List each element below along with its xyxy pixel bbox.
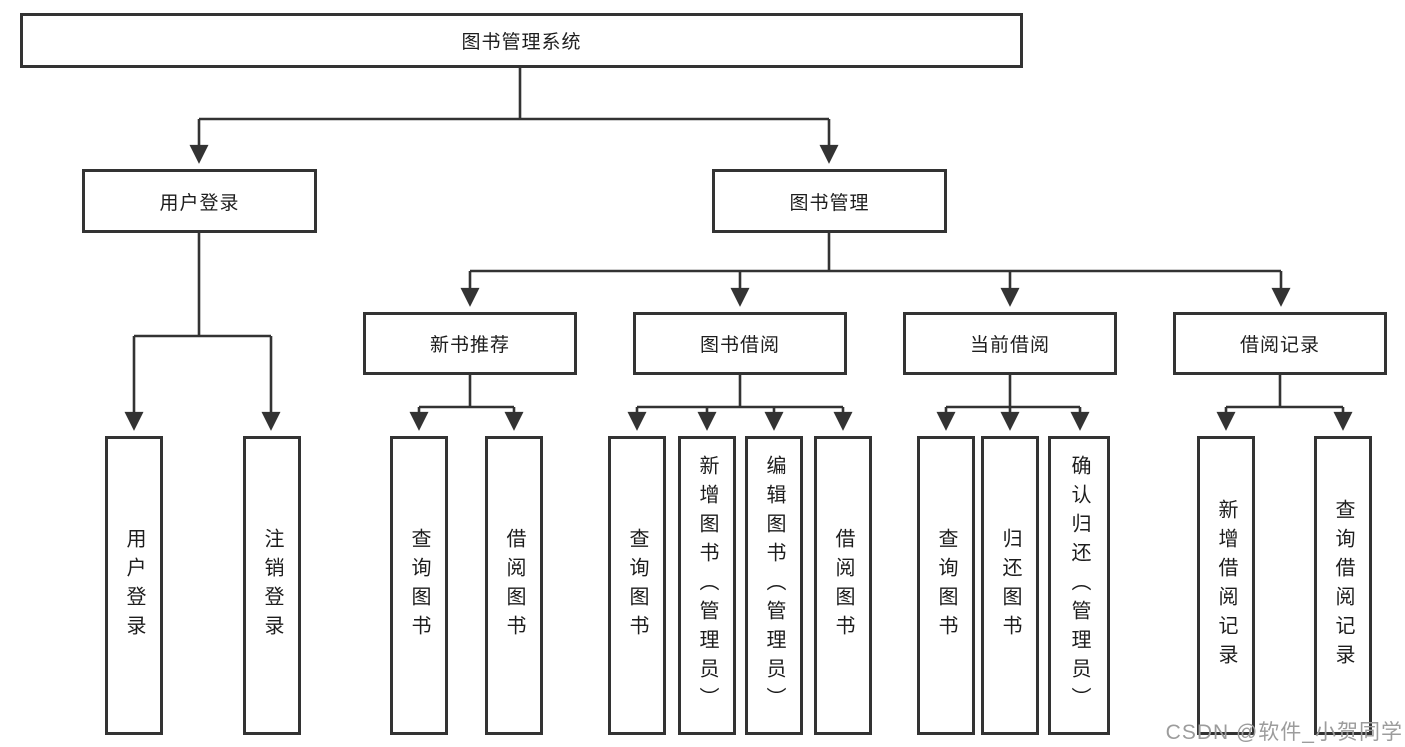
leaf-user-login: 用户登录	[105, 436, 163, 735]
node-book-borrow-label: 图书借阅	[699, 335, 780, 356]
node-new-book-recommend: 新书推荐	[363, 312, 577, 375]
leaf-user-login-label: 用户登录	[123, 527, 145, 644]
leaf-current-return-books: 归还图书	[981, 436, 1039, 735]
node-book-borrow: 图书借阅	[633, 312, 847, 375]
node-book-management-label: 图书管理	[789, 192, 870, 214]
node-borrow-records: 借阅记录	[1173, 312, 1387, 375]
leaf-newbook-borrow-books-label: 借阅图书	[503, 527, 525, 644]
leaf-borrow-query-books: 查询图书	[608, 436, 666, 735]
leaf-records-query-record: 查询借阅记录	[1314, 436, 1372, 735]
leaf-newbook-borrow-books: 借阅图书	[485, 436, 543, 735]
node-current-borrow-label: 当前借阅	[969, 335, 1050, 356]
leaf-records-add-record: 新增借阅记录	[1197, 436, 1255, 735]
leaf-borrow-query-books-label: 查询图书	[626, 527, 648, 644]
leaf-current-query-books: 查询图书	[917, 436, 975, 735]
leaf-current-confirm-return: 确认归还（管理员）	[1048, 436, 1110, 735]
leaf-borrow-edit-books: 编辑图书（管理员）	[745, 436, 803, 735]
leaf-current-confirm-return-label: 确认归还（管理员）	[1068, 455, 1090, 716]
node-root-label: 图书管理系统	[461, 32, 582, 53]
leaf-current-return-books-label: 归还图书	[999, 527, 1021, 644]
leaf-current-query-books-label: 查询图书	[935, 527, 957, 644]
node-borrow-records-label: 借阅记录	[1239, 335, 1320, 356]
node-user-login: 用户登录	[82, 169, 317, 233]
leaf-newbook-query-books-label: 查询图书	[408, 527, 430, 644]
csdn-watermark: CSDN @软件_小贺同学	[1165, 721, 1403, 744]
node-user-login-label: 用户登录	[159, 192, 240, 214]
leaf-logout-label: 注销登录	[261, 527, 283, 644]
leaf-borrow-edit-books-label: 编辑图书（管理员）	[763, 455, 785, 716]
leaf-borrow-add-books: 新增图书（管理员）	[678, 436, 736, 735]
leaf-newbook-query-books: 查询图书	[390, 436, 448, 735]
leaf-borrow-add-books-label: 新增图书（管理员）	[696, 455, 718, 716]
leaf-logout: 注销登录	[243, 436, 301, 735]
leaf-borrow-borrow-books-label: 借阅图书	[832, 527, 854, 644]
node-book-management: 图书管理	[712, 169, 947, 233]
leaf-records-add-record-label: 新增借阅记录	[1215, 498, 1237, 673]
node-current-borrow: 当前借阅	[903, 312, 1117, 375]
node-new-book-recommend-label: 新书推荐	[429, 335, 510, 356]
leaf-borrow-borrow-books: 借阅图书	[814, 436, 872, 735]
leaf-records-query-record-label: 查询借阅记录	[1332, 498, 1354, 673]
node-root: 图书管理系统	[20, 13, 1023, 68]
